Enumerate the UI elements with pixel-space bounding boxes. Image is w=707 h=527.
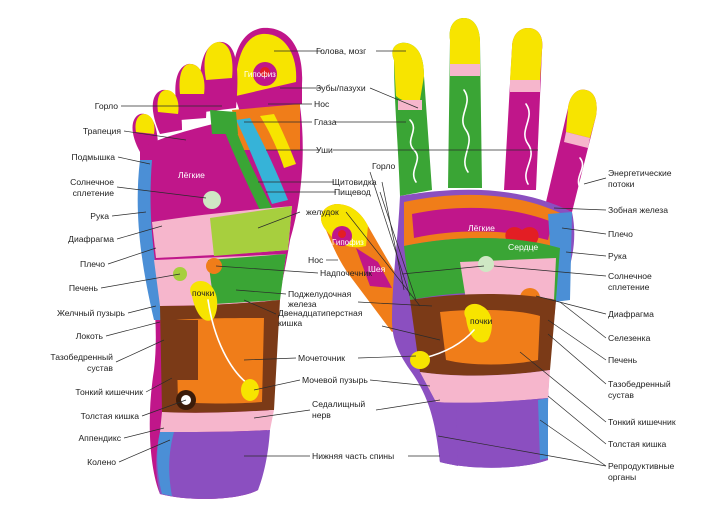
label-zheludok: желудок	[306, 207, 339, 217]
label-podmyshka: Подмышка	[72, 152, 116, 162]
label-nadpochechnik: Надпочечник	[320, 268, 372, 278]
label-glaza: Глаза	[314, 117, 337, 127]
foot-illustration	[132, 27, 303, 499]
label-tonkiy-foot: Тонкий кишечник	[75, 387, 143, 397]
inner-label-gipofiz-thumb: Гипофиз	[332, 238, 364, 247]
label-reprod-2: органы	[608, 472, 636, 482]
label-pishchevod: Пищевод	[334, 187, 371, 197]
foot-labels: Горло Трапеция Подмышка Солнечное сплете…	[50, 101, 143, 467]
label-podzhel-1: Поджелудочная	[288, 289, 352, 299]
label-solnechnoe-foot-1: Солнечное	[70, 177, 114, 187]
label-gorlo-foot: Горло	[95, 101, 118, 111]
label-mochetochnik: Мочеточник	[298, 353, 345, 363]
inner-label-pochki-hand: почки	[470, 316, 492, 326]
label-nos-top: Нос	[314, 99, 330, 109]
label-tazobedr-foot-2: сустав	[87, 363, 113, 373]
label-gorlo-hand: Горло	[372, 161, 395, 171]
leader-lines	[100, 50, 607, 467]
label-diafragma-foot: Диафрагма	[68, 234, 114, 244]
label-plecho-hand: Плечо	[608, 229, 633, 239]
label-dvenad-2: кишка	[278, 318, 302, 328]
label-energ-2: потоки	[608, 179, 635, 189]
hand-illustration	[321, 18, 597, 468]
inner-label-pochki-foot: почки	[192, 288, 214, 298]
label-solnechnoe-hand-1: Солнечное	[608, 271, 652, 281]
label-solnechnoe-foot-2: сплетение	[73, 188, 115, 198]
label-tolstaya-hand: Толстая кишка	[608, 439, 667, 449]
label-tonkiy-hand: Тонкий кишечник	[608, 417, 676, 427]
label-tazobedr-hand-1: Тазобедренный	[608, 379, 671, 389]
label-podzhel-2: железа	[288, 299, 317, 309]
label-ushi: Уши	[316, 145, 333, 155]
label-koleno: Колено	[87, 457, 116, 467]
label-ruka-foot: Рука	[90, 211, 109, 221]
center-labels: Голова, мозг Зубы/пазухи Нос Глаза Уши Щ…	[278, 46, 395, 461]
inner-label-legkie-hand: Лёгкие	[468, 223, 495, 233]
label-tolstaya-foot: Толстая кишка	[81, 411, 140, 421]
label-tazobedr-foot-1: Тазобедренный	[50, 352, 113, 362]
label-zhelchny: Желчный пузырь	[57, 308, 126, 318]
label-pechen-foot: Печень	[69, 283, 99, 293]
label-selezenka: Селезенка	[608, 333, 651, 343]
label-lokot: Локоть	[76, 331, 104, 341]
label-appendiks: Аппендикс	[78, 433, 121, 443]
label-nizhnyaya: Нижняя часть спины	[312, 451, 394, 461]
label-zobnaya: Зобная железа	[608, 205, 668, 215]
inner-label-gipofiz-foot: Гипофиз	[244, 70, 276, 79]
label-reprod-1: Репродуктивные	[608, 461, 675, 471]
label-energ-1: Энергетические	[608, 168, 672, 178]
label-dvenad-1: Двенадцатиперстная	[278, 308, 363, 318]
label-shchitovidka: Щитовидка	[332, 177, 377, 187]
inner-label-serdce: Сердце	[508, 242, 538, 252]
inner-label-legkie-foot: Лёгкие	[178, 170, 205, 180]
label-sedal-1: Седалищный	[312, 399, 365, 409]
label-solnechnoe-hand-2: сплетение	[608, 282, 650, 292]
label-ruka-hand: Рука	[608, 251, 627, 261]
label-zuby: Зубы/пазухи	[316, 83, 366, 93]
label-tazobedr-hand-2: сустав	[608, 390, 634, 400]
label-pechen-hand: Печень	[608, 355, 638, 365]
hand-labels: Энергетические потоки Зобная железа Плеч…	[608, 168, 676, 482]
label-golova: Голова, мозг	[316, 46, 366, 56]
inner-label-sheya: Шея	[368, 264, 386, 274]
label-mochevoy: Мочевой пузырь	[302, 375, 368, 385]
label-trapeciya: Трапеция	[83, 126, 121, 136]
label-diafragma-hand: Диафрагма	[608, 309, 654, 319]
label-nos-thumb: Нос	[308, 255, 324, 265]
label-plecho-foot: Плечо	[80, 259, 105, 269]
label-sedal-2: нерв	[312, 410, 331, 420]
